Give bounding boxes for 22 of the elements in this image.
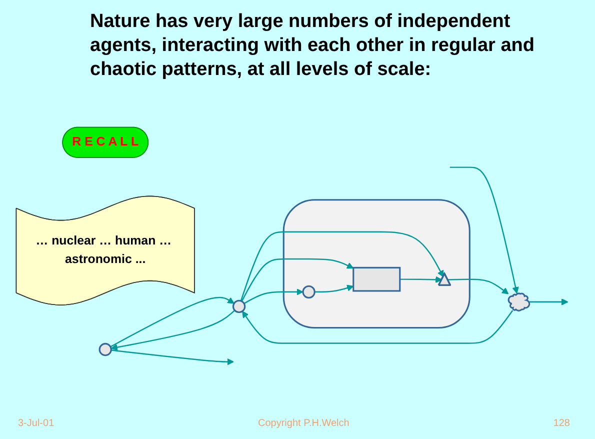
- arrow: [110, 297, 234, 348]
- node-circle: [98, 343, 112, 356]
- node-box: [352, 267, 401, 292]
- footer-text: 3-Jul-01: [18, 418, 54, 429]
- slide-title: Nature has very large numbers of independent agents, interacting with each other in regular and chaotic patterns, at all levels of scale:: [90, 10, 536, 82]
- footer-text: Copyright P.H.Welch: [258, 418, 350, 429]
- arrow: [244, 288, 304, 304]
- cluster: [282, 199, 470, 329]
- arrow: [450, 166, 519, 294]
- node-circle: [302, 286, 316, 299]
- arrow: [448, 279, 509, 295]
- arrow: [110, 310, 236, 351]
- arrow: [400, 276, 442, 284]
- arrow: [111, 350, 234, 366]
- arrow: [240, 232, 444, 302]
- arrow: [242, 310, 514, 344]
- footer-text: 128: [553, 418, 570, 429]
- node-cloud: [508, 293, 530, 312]
- arrow: [314, 284, 354, 293]
- arrow: [529, 298, 568, 306]
- node-circle: [232, 300, 246, 314]
- arrow: [241, 258, 354, 302]
